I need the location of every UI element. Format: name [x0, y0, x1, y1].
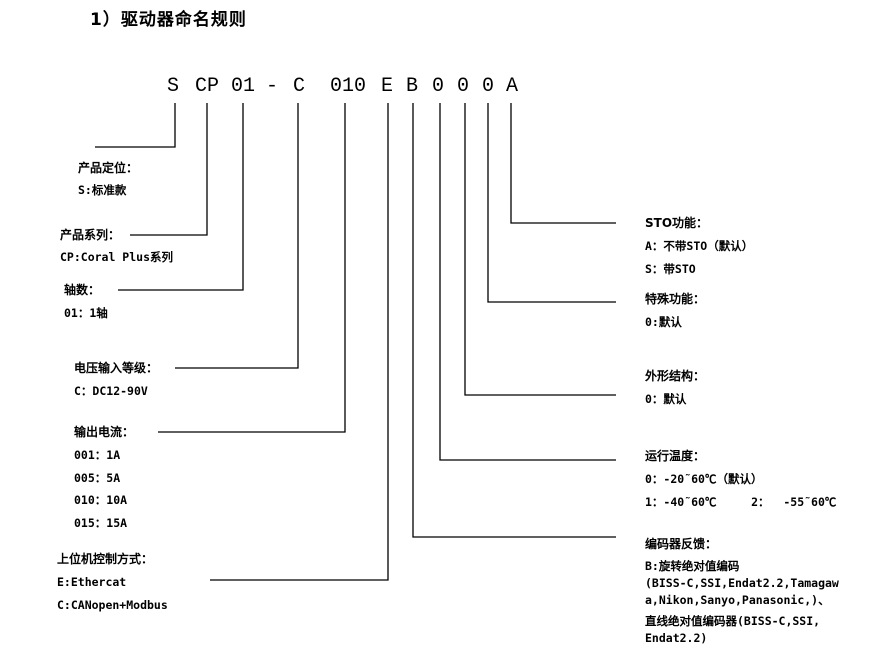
sto-value-2: S：带STO	[645, 262, 696, 276]
code-cp: CP	[195, 75, 220, 98]
line-temp	[439, 103, 616, 461]
line-encoder	[412, 103, 616, 538]
encoder-value-2: (BISS-C,SSI,Endat2.2,Tamagaw	[645, 576, 839, 590]
control-value-1: E:Ethercat	[57, 575, 127, 589]
line-special	[487, 103, 616, 303]
code-current: 010	[330, 75, 367, 98]
page-title: 1）驱动器命名规则	[90, 10, 247, 30]
code-temp-digit: 0	[482, 75, 495, 98]
code-e: E	[381, 75, 394, 98]
code-b: B	[406, 75, 419, 98]
temp-label: 运行温度：	[645, 449, 706, 463]
series-label: 产品系列：	[60, 228, 121, 242]
code-s: S	[167, 75, 180, 98]
line-axes	[118, 103, 244, 291]
control-value-2: C:CANopen+Modbus	[57, 598, 168, 612]
current-value-3: 010：10A	[74, 493, 128, 507]
code-dash: -	[266, 75, 279, 98]
current-value-2: 005：5A	[74, 471, 121, 485]
current-value-4: 015：15A	[74, 516, 128, 530]
encoder-value-5: Endat2.2)	[645, 631, 708, 645]
encoder-label: 编码器反馈：	[645, 537, 718, 551]
code-axis: 01	[231, 75, 256, 98]
positioning-label: 产品定位：	[78, 161, 139, 175]
encoder-value-1: B:旋转绝对值编码	[645, 559, 740, 573]
temp-value-1: 0：-20˜60℃（默认）	[645, 472, 763, 486]
line-series	[130, 103, 208, 236]
current-label: 输出电流：	[74, 425, 135, 439]
encoder-value-4: 直线绝对值编码器(BISS-C,SSI,	[645, 614, 821, 628]
code-special: 0	[457, 75, 470, 98]
line-control	[210, 103, 389, 581]
code-c: C	[293, 75, 306, 98]
positioning-value: S:标准款	[78, 183, 127, 197]
code-shape: 0	[432, 75, 445, 98]
axes-label: 轴数：	[64, 283, 101, 297]
encoder-value-3: a,Nikon,Sanyo,Panasonic,)、	[645, 593, 830, 607]
axes-value: 01：1轴	[64, 306, 108, 320]
series-value: CP:Coral Plus系列	[60, 250, 174, 264]
control-label: 上位机控制方式：	[57, 552, 154, 566]
special-label: 特殊功能：	[645, 292, 706, 306]
voltage-label: 电压输入等级：	[74, 361, 159, 375]
shape-value: 0：默认	[645, 392, 687, 406]
current-value-1: 001：1A	[74, 448, 121, 462]
temp-value-2: 1：-40˜60℃ 2： -55˜60℃	[645, 495, 837, 509]
line-current	[158, 103, 346, 433]
line-shape	[464, 103, 616, 396]
sto-value-1: A：不带STO（默认）	[645, 239, 754, 253]
line-voltage	[175, 103, 299, 369]
line-positioning	[95, 103, 176, 148]
line-sto	[510, 103, 616, 224]
shape-label: 外形结构：	[645, 369, 706, 383]
voltage-value: C：DC12-90V	[74, 384, 148, 398]
sto-label: STO功能：	[645, 216, 709, 230]
special-value: 0:默认	[645, 315, 682, 329]
code-sto: A	[506, 75, 519, 98]
